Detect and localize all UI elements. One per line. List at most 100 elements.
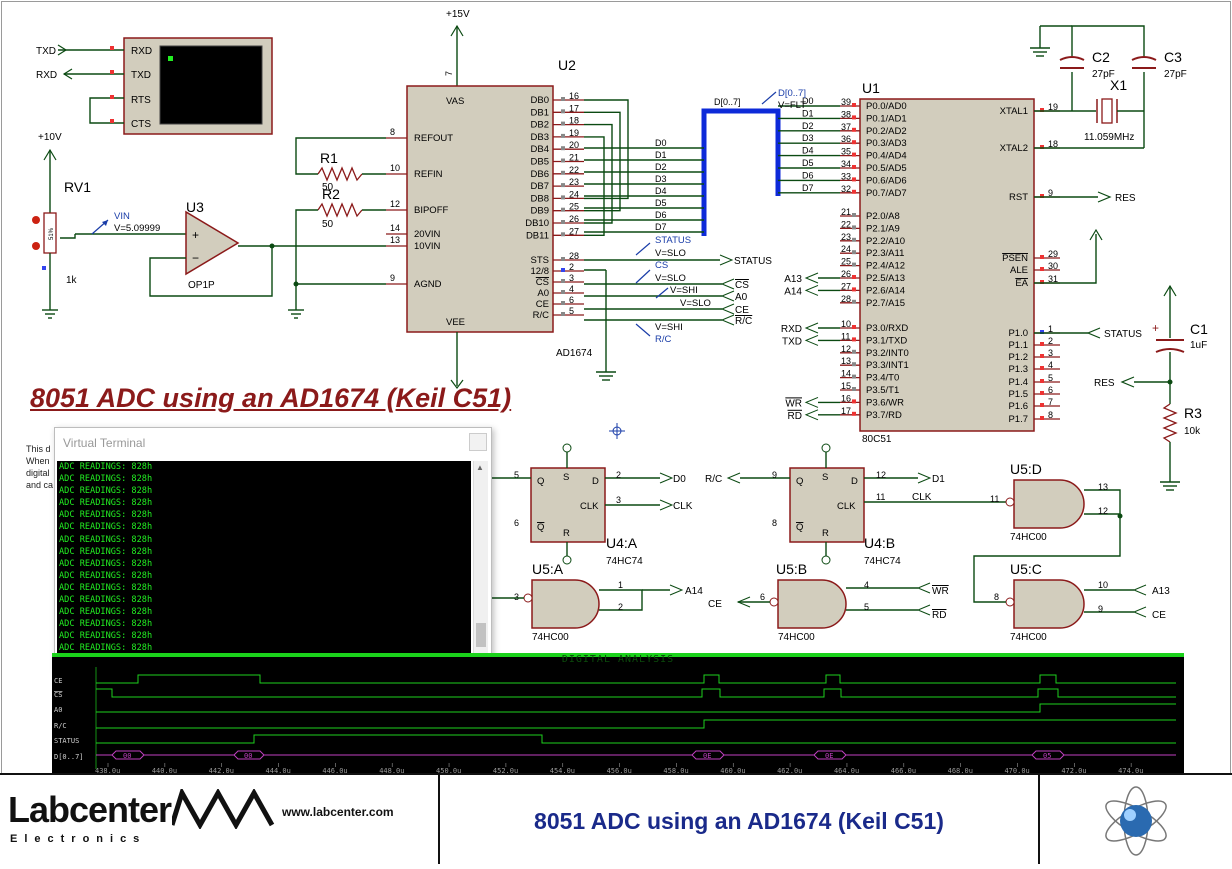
time-tick-label: 446.0u bbox=[322, 767, 347, 773]
u1-pin-number: 18 bbox=[1048, 139, 1058, 149]
r1-resistor[interactable]: R1 50 bbox=[295, 137, 386, 193]
u5c-type: 74HC00 bbox=[1010, 632, 1047, 643]
u2-pin-label: 10VIN bbox=[414, 241, 441, 252]
terminal-pin-rts: RTS bbox=[131, 95, 151, 106]
u5c-nand[interactable]: U5:C 74HC00 A13 CE 10 9 8 bbox=[973, 516, 1170, 643]
u2-pin-number: 27 bbox=[569, 226, 579, 236]
u1-pin-label: P0.0/AD0 bbox=[866, 101, 907, 112]
u2-control-net-label: R/C bbox=[735, 316, 752, 327]
svg-text:4: 4 bbox=[864, 580, 869, 590]
terminal-output-line: ADC READINGS: 828h bbox=[59, 498, 153, 509]
u1-pin-number: 14 bbox=[841, 369, 851, 379]
scroll-up-icon[interactable]: ▲ bbox=[476, 463, 484, 472]
u5d-ref: U5:D bbox=[1010, 461, 1042, 477]
u1-data-wire-label: D1 bbox=[802, 108, 814, 118]
svg-text:10: 10 bbox=[1098, 580, 1108, 590]
net-label-ce-u5c: CE bbox=[1152, 610, 1166, 621]
svg-text:1: 1 bbox=[618, 580, 623, 590]
net-label-status-p10: STATUS bbox=[1104, 329, 1142, 340]
u1-data-wire-label: D3 bbox=[802, 133, 814, 143]
u2-pin-label: DB11 bbox=[526, 230, 549, 241]
time-tick-label: 452.0u bbox=[493, 767, 518, 773]
u2-pin-number: 23 bbox=[569, 177, 579, 187]
trace-waveform bbox=[96, 734, 1176, 744]
u1-type: 80C51 bbox=[862, 434, 892, 445]
u5b-nand[interactable]: U5:B 74HC00 WR RD CE 4 5 6 bbox=[708, 561, 949, 643]
u1-pin-number: 30 bbox=[1048, 261, 1058, 271]
u5a-nand[interactable]: U5:A 74HC00 A14 1 2 3 bbox=[490, 561, 703, 643]
r3-value: 10k bbox=[1184, 426, 1201, 437]
u1-pin-number: 16 bbox=[841, 393, 851, 403]
u1-pin-label: P3.0/RXD bbox=[866, 323, 908, 334]
net-label-res-reset: RES bbox=[1094, 378, 1115, 389]
u1-pin-number: 28 bbox=[841, 294, 851, 304]
terminal-output-line: ADC READINGS: 828h bbox=[59, 474, 153, 485]
u2-pin-number: 17 bbox=[569, 103, 579, 113]
virtual-terminal-scrollbar[interactable]: ▲ ▼ bbox=[473, 461, 488, 665]
u2-pin-label: STS bbox=[531, 255, 549, 266]
rv1-potentiometer[interactable]: +10V 51% RV1 1k bbox=[32, 132, 186, 319]
time-tick-label: 466.0u bbox=[891, 767, 916, 773]
net-label-rd-u5b: RD bbox=[932, 610, 946, 621]
u3-body bbox=[185, 210, 240, 276]
u1-pin-label: ALE bbox=[1010, 265, 1028, 276]
reset-circuit[interactable]: + C1 1uF RES R3 10k bbox=[1094, 284, 1208, 491]
u1-pin-number: 3 bbox=[1048, 348, 1053, 358]
u1-pin-number: 31 bbox=[1048, 274, 1058, 284]
u3-opamp[interactable]: + − U3 OP1P bbox=[149, 199, 386, 297]
trace-waveform bbox=[96, 703, 1176, 713]
u2-pin-label: DB1 bbox=[531, 107, 549, 118]
u1-data-wire-label: D0 bbox=[802, 96, 814, 106]
svg-text:7: 7 bbox=[444, 71, 454, 76]
svg-text:5: 5 bbox=[864, 602, 869, 612]
terminal-output-line: ADC READINGS: 828h bbox=[59, 534, 153, 545]
terminal-output-line: ADC READINGS: 828h bbox=[59, 631, 153, 642]
u2-pin-label: 20VIN bbox=[414, 229, 441, 240]
svg-text:R: R bbox=[822, 528, 829, 539]
probe-group-u2[interactable]: STATUS V=SLO CS V=SLO V=SHI V=SLO V=SHI … bbox=[635, 88, 806, 345]
rv1-increment-control[interactable] bbox=[32, 216, 40, 224]
u1-data-wire-label: D2 bbox=[802, 121, 814, 131]
rv1-percent: 51% bbox=[49, 227, 55, 240]
virtual-terminal-title: Virtual Terminal bbox=[63, 436, 146, 450]
time-tick-label: 474.0u bbox=[1118, 767, 1143, 773]
terminal-output-line: ADC READINGS: 828h bbox=[59, 462, 153, 472]
u5d-nand[interactable]: U5:D 74HC00 13 12 11 bbox=[990, 461, 1123, 543]
r2-resistor[interactable]: R2 50 bbox=[288, 186, 386, 319]
x1-body bbox=[1101, 98, 1113, 124]
u1-pin-label: P3.4/T0 bbox=[866, 373, 899, 384]
rv1-decrement-control[interactable] bbox=[32, 242, 40, 250]
virtual-terminal-close-button[interactable] bbox=[469, 433, 487, 451]
u2-pin-label: CE bbox=[536, 299, 549, 310]
probe-vin[interactable]: VIN V=5.09999 bbox=[91, 211, 160, 235]
svg-text:11: 11 bbox=[990, 494, 999, 504]
digital-analysis-title: DIGITAL ANALYSIS bbox=[561, 654, 675, 665]
u2-pin-number: 21 bbox=[569, 153, 579, 163]
bus-d0-7 bbox=[701, 108, 781, 236]
svg-text:3: 3 bbox=[514, 592, 519, 602]
u1-pin-label: P3.5/T1 bbox=[866, 385, 899, 396]
u1-data-wire-label: D6 bbox=[802, 170, 814, 180]
scroll-thumb[interactable] bbox=[476, 623, 486, 647]
terminal-instrument[interactable]: RXD TXD RTS CTS TXD RXD bbox=[36, 37, 273, 135]
u1-pin-label: P2.4/A12 bbox=[866, 261, 905, 272]
u2-ad1674[interactable]: +15V U2 AD1674 VAS 7 VEE 8REFOUT10REFIN1… bbox=[386, 9, 616, 389]
net-label-d0: D0 bbox=[673, 474, 686, 485]
net-label-clk-u4b: CLK bbox=[912, 492, 932, 503]
u1-pin-number: 19 bbox=[1048, 102, 1058, 112]
u2-pin-label: DB6 bbox=[531, 169, 549, 180]
net-label-rc-u4b: R/C bbox=[705, 474, 722, 485]
probe-ce-value: V=SLO bbox=[680, 298, 711, 309]
crystal-circuit[interactable]: X1 11.059MHz C2 27pF C3 27pF bbox=[1030, 25, 1187, 149]
u1-pin-number: 24 bbox=[841, 244, 851, 254]
u2-ref: U2 bbox=[558, 57, 576, 73]
